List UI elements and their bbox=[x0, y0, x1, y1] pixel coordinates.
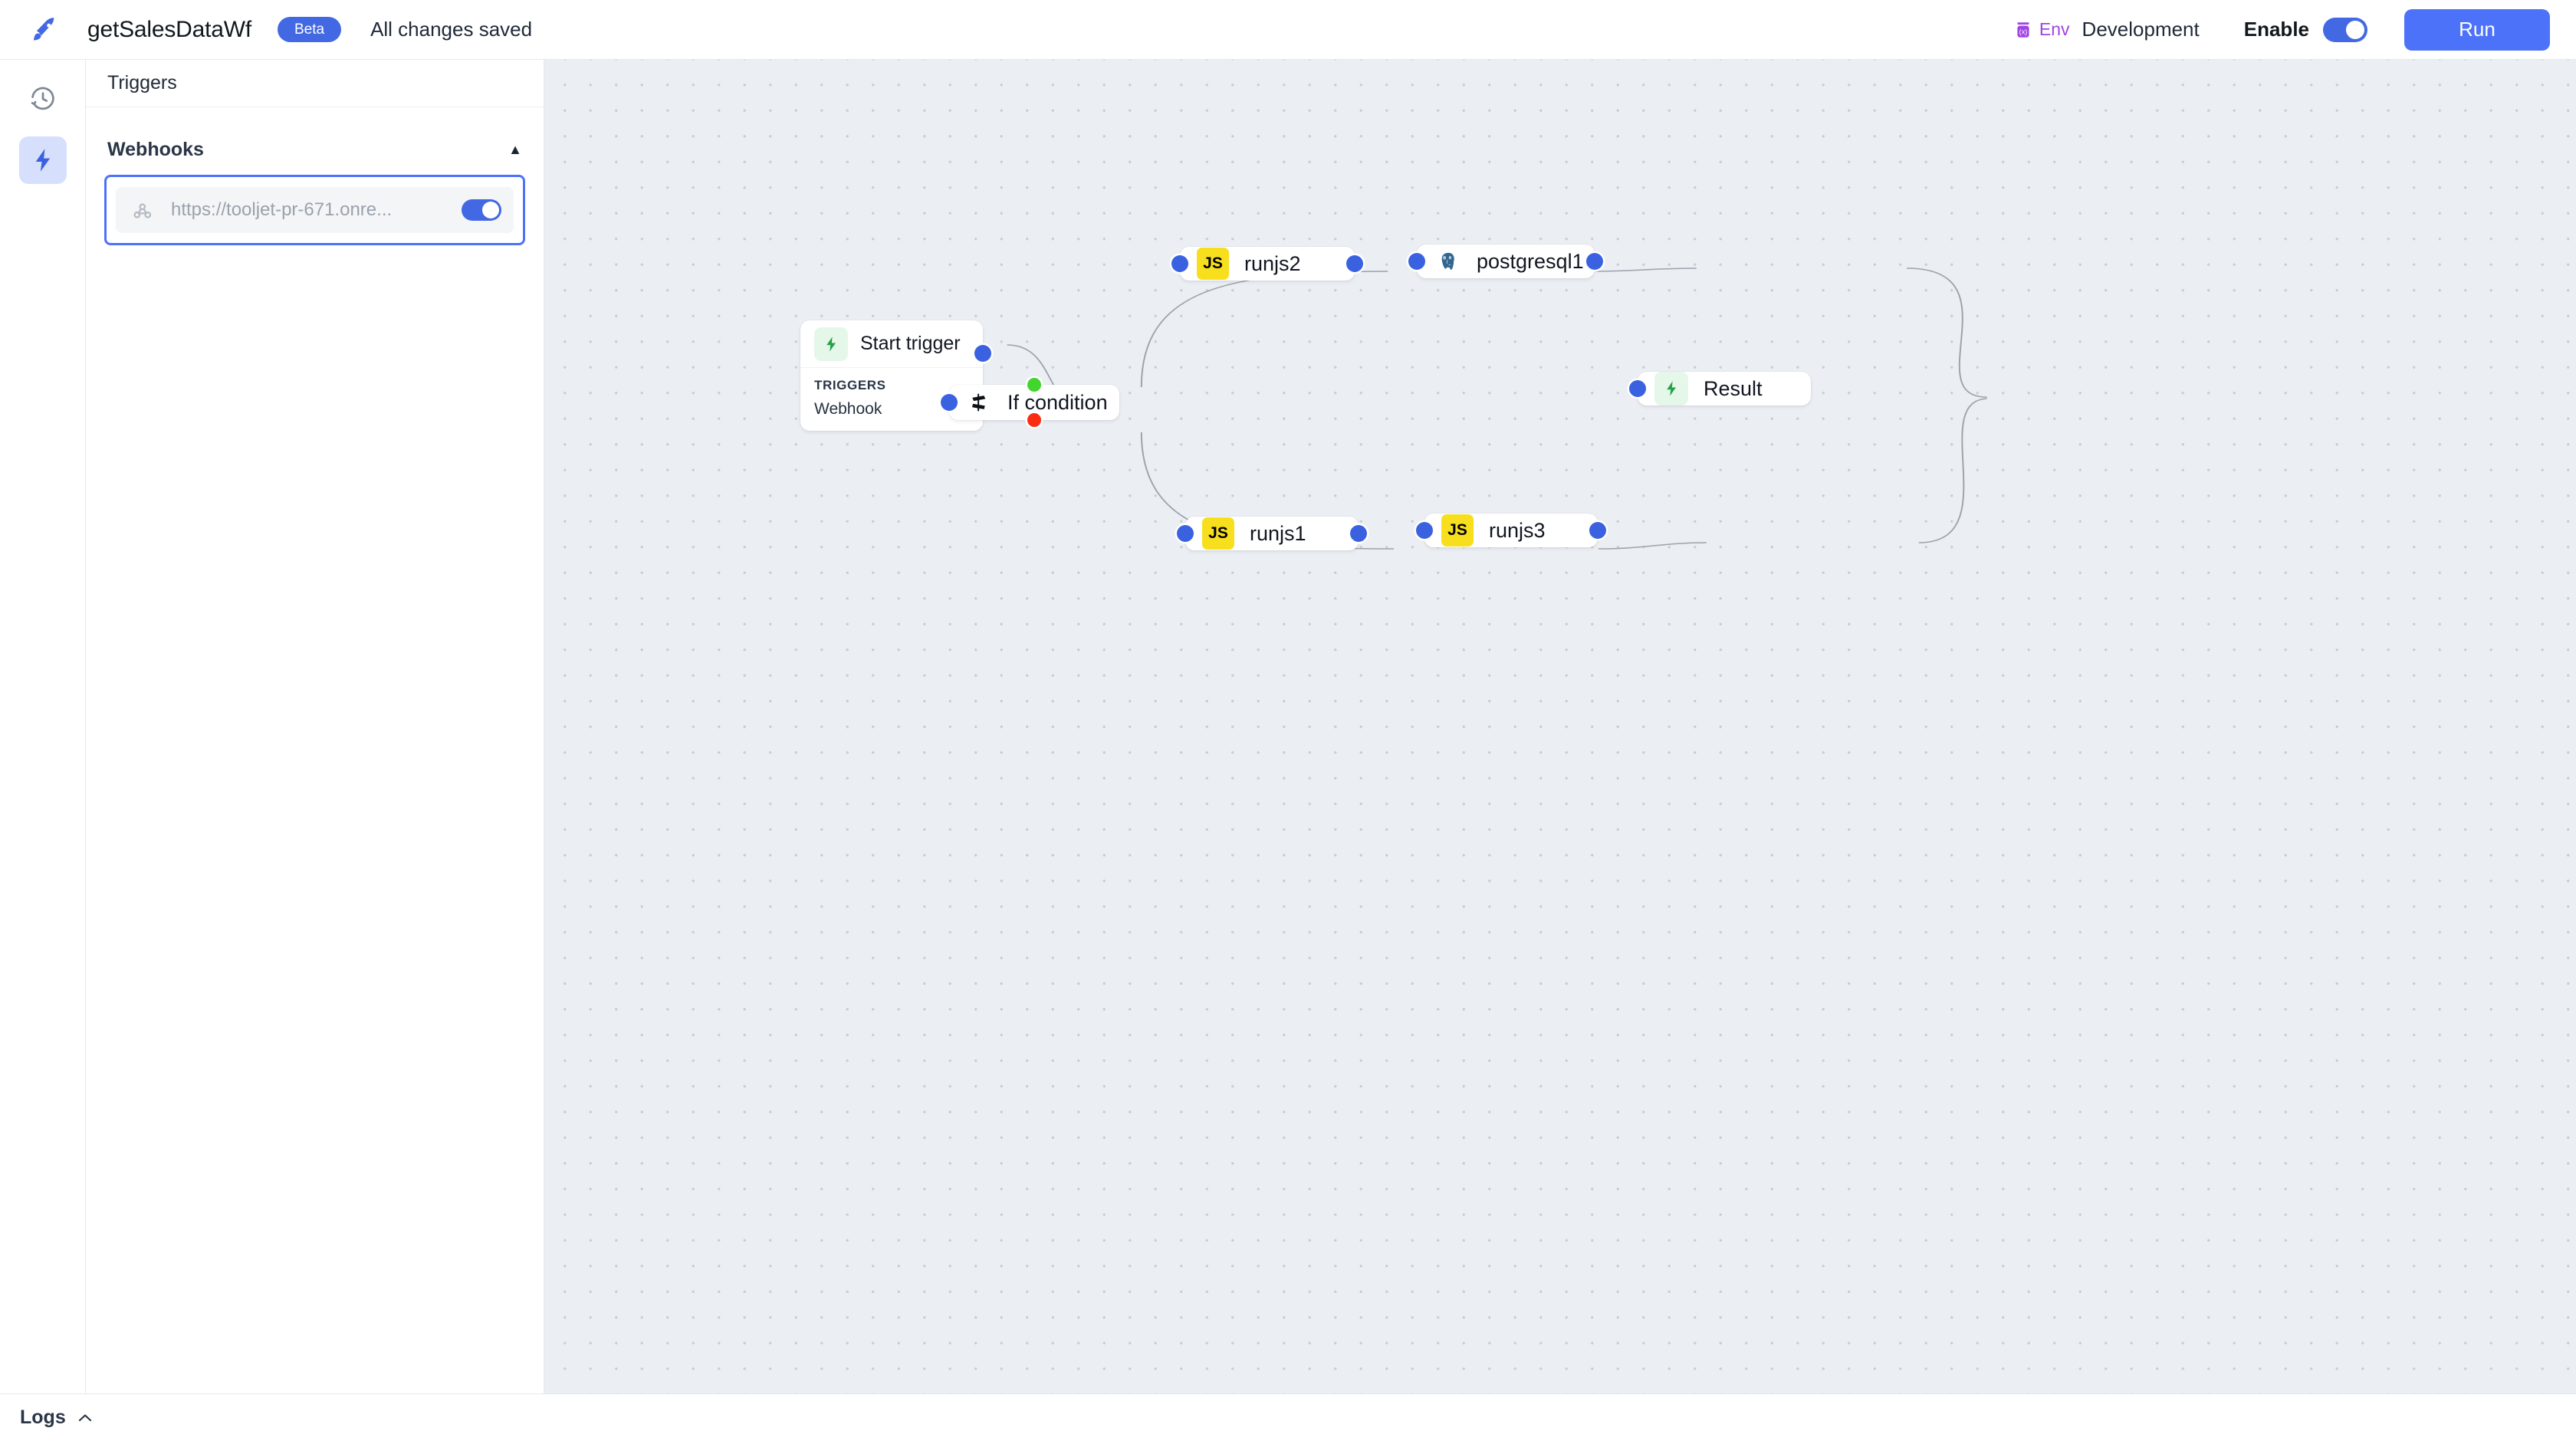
result-content: Result bbox=[1638, 372, 1779, 405]
left-icon-rail bbox=[0, 60, 86, 1393]
handle-result-input[interactable] bbox=[1629, 380, 1646, 397]
chevron-up-icon[interactable] bbox=[76, 1412, 94, 1424]
edge-runjs1-to-runjs3 bbox=[1598, 542, 1707, 550]
handle-runjs1-input[interactable] bbox=[1177, 525, 1194, 542]
node-runjs1[interactable]: JS runjs1 bbox=[1177, 517, 1367, 550]
chevron-up-icon[interactable]: ▲ bbox=[508, 142, 522, 157]
triggers-sub-header: TRIGGERS bbox=[814, 378, 886, 392]
handle-runjs2-input[interactable] bbox=[1171, 255, 1188, 272]
handle-if-input[interactable] bbox=[941, 394, 958, 411]
enable-toggle[interactable] bbox=[2323, 17, 2367, 42]
handle-start-output[interactable] bbox=[974, 345, 991, 362]
js-icon: JS bbox=[1202, 517, 1234, 550]
postgresql-elephant-icon bbox=[1434, 248, 1461, 275]
lightning-bolt-green-icon bbox=[814, 327, 848, 361]
postgresql1-content: postgresql1 bbox=[1417, 245, 1601, 278]
handle-runjs3-output[interactable] bbox=[1589, 522, 1606, 539]
js-icon: JS bbox=[1441, 514, 1474, 547]
save-status: All changes saved bbox=[370, 18, 533, 41]
workflow-canvas[interactable]: Start trigger TRIGGERS Webhook (1) bbox=[544, 60, 2576, 1393]
run-button[interactable]: Run bbox=[2404, 8, 2550, 51]
edge-if-to-runjs2 bbox=[1140, 271, 1388, 388]
beta-badge: Beta bbox=[277, 17, 342, 42]
webhooks-section-label: Webhooks bbox=[107, 138, 204, 160]
toggle-knob bbox=[2346, 20, 2364, 39]
node-runjs2[interactable]: JS runjs2 bbox=[1171, 247, 1363, 281]
webhook-row-inner: https://tooljet-pr-671.onre... bbox=[116, 187, 514, 233]
logs-label: Logs bbox=[20, 1407, 66, 1428]
variable-env-icon: (x) bbox=[2017, 21, 2029, 38]
runjs3-label: runjs3 bbox=[1489, 518, 1546, 542]
handle-if-false-output[interactable] bbox=[1027, 413, 1041, 427]
webhook-enable-toggle[interactable] bbox=[462, 199, 501, 221]
webhook-url: https://tooljet-pr-671.onre... bbox=[171, 199, 393, 220]
editor-body: Triggers Webhooks ▲ bbox=[0, 60, 2576, 1393]
runjs1-label: runjs1 bbox=[1250, 521, 1306, 545]
header-right-group: (x) Env Development Enable Run bbox=[2013, 8, 2550, 51]
triggers-panel-title: Triggers bbox=[86, 60, 544, 107]
handle-runjs3-input[interactable] bbox=[1416, 522, 1433, 539]
enable-label: Enable bbox=[2243, 18, 2309, 41]
node-runjs3[interactable]: JS runjs3 bbox=[1416, 514, 1606, 547]
js-icon: JS bbox=[1197, 248, 1229, 280]
node-if-condition[interactable]: If condition bbox=[941, 378, 1119, 427]
postgresql1-label: postgresql1 bbox=[1477, 249, 1584, 273]
env-selector[interactable]: (x) Env bbox=[2013, 19, 2070, 40]
if-condition-label: If condition bbox=[1007, 390, 1108, 414]
rocket-logo[interactable] bbox=[23, 14, 66, 46]
start-trigger-label: Start trigger bbox=[860, 333, 961, 354]
trigger-entry-name: Webhook bbox=[814, 400, 882, 418]
runjs3-content: JS runjs3 bbox=[1424, 514, 1562, 547]
handle-runjs1-output[interactable] bbox=[1350, 525, 1367, 542]
webhook-row[interactable]: https://tooljet-pr-671.onre... bbox=[104, 175, 525, 245]
handle-postgresql1-input[interactable] bbox=[1408, 253, 1425, 270]
rail-item-workflow[interactable] bbox=[18, 136, 67, 184]
rail-item-history[interactable] bbox=[19, 75, 67, 123]
runjs1-content: JS runjs1 bbox=[1185, 517, 1323, 550]
handle-runjs2-output[interactable] bbox=[1346, 255, 1363, 272]
handle-if-true-output[interactable] bbox=[1027, 378, 1041, 392]
logs-bar[interactable]: Logs bbox=[0, 1393, 2576, 1441]
edge-runjs3-to-result bbox=[1918, 398, 1987, 543]
webhook-toggle-knob bbox=[482, 202, 499, 218]
triggers-panel: Triggers Webhooks ▲ bbox=[86, 60, 544, 1393]
if-condition-content: If condition bbox=[949, 385, 1125, 420]
env-value[interactable]: Development bbox=[2082, 18, 2200, 41]
webhooks-section-header[interactable]: Webhooks ▲ bbox=[86, 124, 544, 175]
lightning-bolt-icon bbox=[35, 149, 50, 172]
branch-signpost-icon bbox=[966, 389, 992, 415]
edge-runjs2-to-postgresql1 bbox=[1592, 268, 1697, 272]
runjs2-label: runjs2 bbox=[1244, 251, 1301, 275]
rocket-icon bbox=[34, 17, 54, 41]
runjs2-content: JS runjs2 bbox=[1180, 247, 1318, 281]
env-label: Env bbox=[2039, 19, 2070, 39]
webhook-icon bbox=[133, 203, 152, 218]
history-icon bbox=[31, 87, 54, 110]
edge-postgresql1-to-result bbox=[1907, 268, 1987, 398]
node-result[interactable]: Result bbox=[1629, 372, 1811, 405]
lightning-bolt-green-icon bbox=[1654, 372, 1688, 405]
node-postgresql1[interactable]: postgresql1 bbox=[1408, 245, 1603, 278]
workflow-title: getSalesDataWf bbox=[87, 16, 251, 42]
result-label: Result bbox=[1704, 376, 1763, 400]
svg-text:(x): (x) bbox=[2019, 28, 2028, 35]
app-header: getSalesDataWf Beta All changes saved (x… bbox=[0, 0, 2576, 60]
handle-postgresql1-output[interactable] bbox=[1586, 253, 1603, 270]
start-trigger-header: Start trigger bbox=[800, 320, 983, 368]
